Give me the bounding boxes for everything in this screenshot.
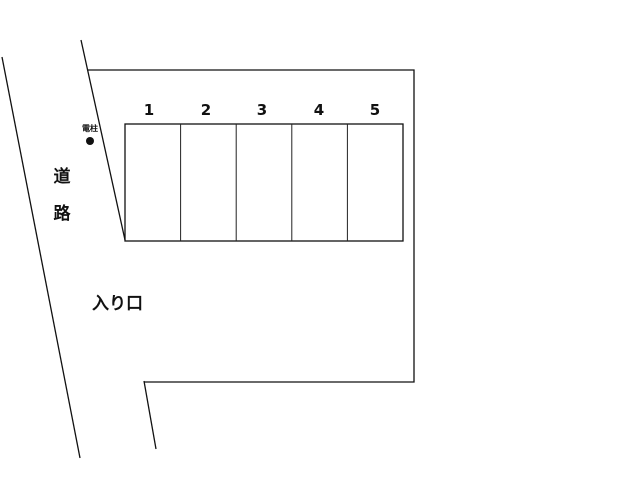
utility-pole-label: 電柱 bbox=[82, 123, 98, 133]
parking-spot-number: 1 bbox=[144, 101, 154, 119]
lot-boundary bbox=[88, 69, 415, 383]
parking-spot-number: 4 bbox=[314, 101, 324, 119]
entrance-label: 入り口 bbox=[92, 294, 143, 314]
utility-pole-icon bbox=[86, 137, 94, 145]
parking-block bbox=[124, 123, 404, 242]
road-left-edge bbox=[1, 56, 81, 459]
parking-spot-number: 3 bbox=[257, 101, 267, 119]
road-right-edge-upper bbox=[80, 39, 126, 241]
parking-spot-number: 5 bbox=[370, 101, 380, 119]
road-right-edge-lower bbox=[143, 380, 157, 450]
road-label-char: 路 bbox=[54, 203, 72, 224]
parking-spot-number: 2 bbox=[201, 101, 211, 119]
road-label-char: 道 bbox=[54, 166, 71, 187]
